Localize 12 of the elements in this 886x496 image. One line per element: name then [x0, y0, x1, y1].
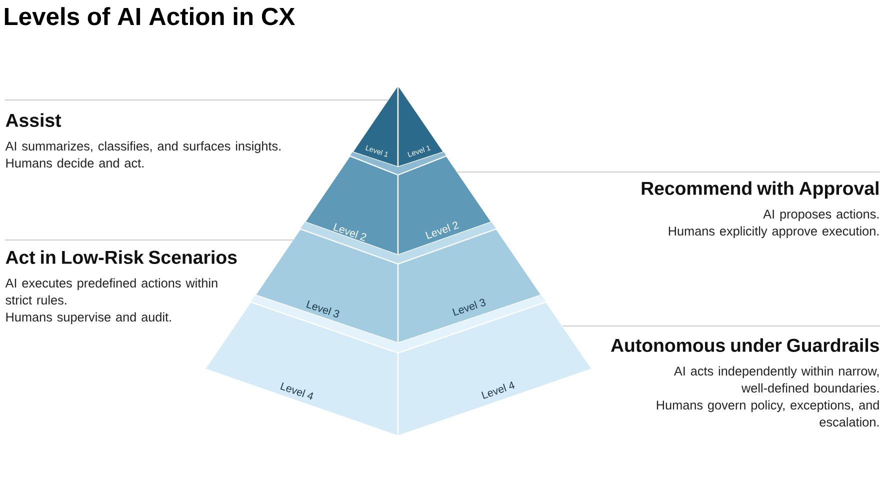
description: AI proposes actions. — [763, 209, 879, 222]
description: AI summarizes, classifies, and surfaces insights. — [5, 141, 280, 154]
description: Humans supervise and audit. — [6, 312, 171, 324]
title: Levels of AI Action in CX — [4, 7, 295, 26]
heading: Autonomous under Guardrails — [611, 338, 879, 352]
heading: Act in Low-Risk Scenarios — [6, 250, 237, 264]
heading: Assist — [6, 113, 62, 127]
heading: Recommend with Approval — [642, 181, 878, 199]
description: Humans govern policy, exceptions, and escalation. — [656, 400, 879, 427]
description: Humans explicitly approve execution. — [668, 226, 879, 238]
description: Humans decide and act. — [6, 158, 144, 168]
description: AI acts independently within narrow, well-defined boundaries. — [674, 366, 879, 393]
